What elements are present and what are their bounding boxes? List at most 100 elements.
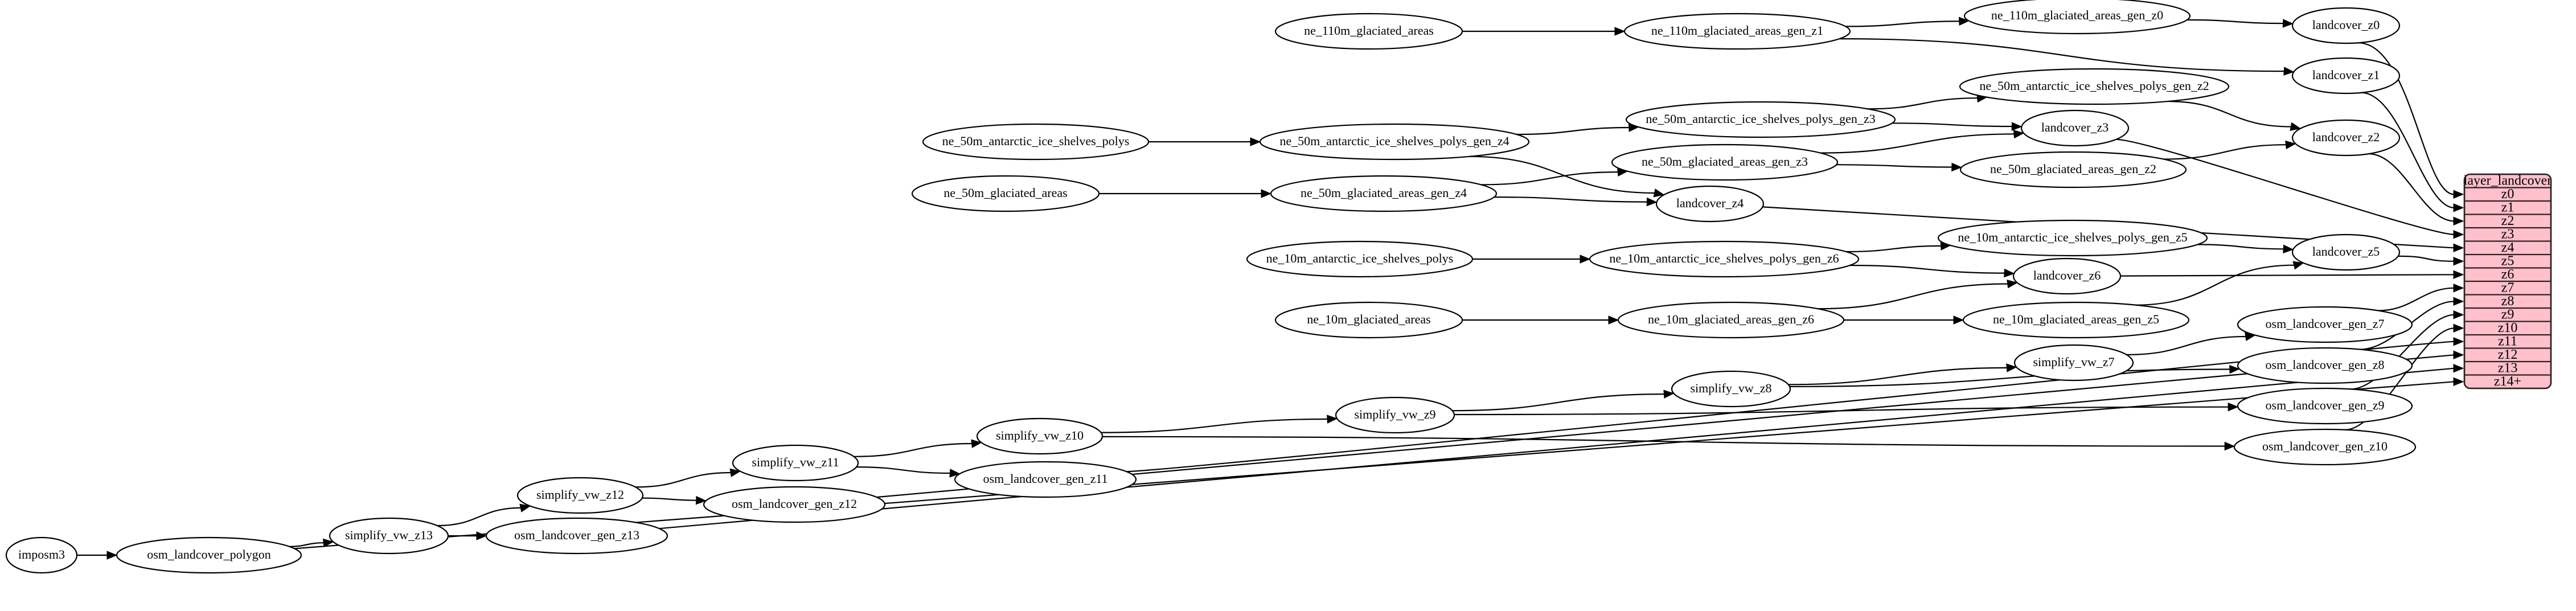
node-ellipse[interactable]: [732, 444, 859, 482]
graph-node-osm_landcover_gen_z8[interactable]: osm_landcover_gen_z8: [2237, 347, 2413, 384]
graph-node-simplify_vw_z10[interactable]: simplify_vw_z10: [976, 417, 1104, 455]
graph-node-osm_landcover_gen_z12[interactable]: osm_landcover_gen_z12: [703, 486, 886, 523]
edge-arrowhead: [2285, 140, 2296, 150]
graph-node-landcover_z1[interactable]: landcover_z1: [2291, 57, 2401, 95]
graph-edge: [2126, 335, 2246, 355]
graph-edge: [2187, 19, 2284, 24]
graph-node-simplify_vw_z12[interactable]: simplify_vw_z12: [516, 477, 644, 514]
node-ellipse[interactable]: [1625, 101, 1896, 138]
graph-node-ne_10m_antarctic_ice_shelves_polys_gen_z5[interactable]: ne_10m_antarctic_ice_shelves_polys_gen_z…: [1937, 219, 2208, 257]
node-ellipse[interactable]: [329, 517, 449, 555]
node-ellipse[interactable]: [1962, 301, 2190, 339]
node-ellipse[interactable]: [1959, 68, 2230, 105]
edge-arrowhead: [106, 551, 118, 560]
node-ellipse[interactable]: [976, 417, 1104, 455]
graph-edge: [1846, 245, 1942, 253]
graph-node-ne_50m_glaciated_areas_gen_z2[interactable]: ne_50m_glaciated_areas_gen_z2: [1959, 151, 2187, 188]
edge-arrowhead: [1614, 27, 1626, 36]
node-ellipse[interactable]: [1274, 301, 1463, 339]
node-ellipse[interactable]: [1611, 143, 1839, 181]
node-ellipse[interactable]: [2291, 233, 2401, 271]
node-ellipse[interactable]: [2233, 428, 2417, 466]
node-ellipse[interactable]: [954, 461, 1137, 498]
node-ellipse[interactable]: [1963, 0, 2191, 35]
record-node-layer-landcover[interactable]: layer_landcoverz0z1z2z3z4z5z6z7z8z9z10z1…: [2463, 173, 2552, 389]
graph-node-ne_50m_glaciated_areas_gen_z3[interactable]: ne_50m_glaciated_areas_gen_z3: [1611, 143, 1839, 181]
node-ellipse[interactable]: [116, 536, 302, 574]
node-ellipse[interactable]: [1623, 13, 1851, 50]
graph-node-ne_110m_glaciated_areas_gen_z0[interactable]: ne_110m_glaciated_areas_gen_z0: [1963, 0, 2191, 35]
node-ellipse[interactable]: [1274, 13, 1463, 50]
graph-node-osm_landcover_polygon[interactable]: osm_landcover_polygon: [116, 536, 302, 574]
edge-arrowhead: [1261, 189, 1272, 198]
graph-node-ne_10m_glaciated_areas_gen_z6[interactable]: ne_10m_glaciated_areas_gen_z6: [1617, 301, 1845, 339]
graph-node-ne_50m_antarctic_ice_shelves_polys_gen_z4[interactable]: ne_50m_antarctic_ice_shelves_polys_gen_z…: [1259, 123, 1530, 161]
node-ellipse[interactable]: [2012, 257, 2122, 295]
graph-node-ne_10m_glaciated_areas[interactable]: ne_10m_glaciated_areas: [1274, 301, 1463, 339]
graph-edge: [2378, 287, 2455, 311]
graph-node-osm_landcover_gen_z11[interactable]: osm_landcover_gen_z11: [954, 461, 1137, 498]
node-ellipse[interactable]: [1617, 301, 1845, 339]
graph-node-simplify_vw_z9[interactable]: simplify_vw_z9: [1335, 396, 1455, 434]
graph-node-ne_110m_glaciated_areas[interactable]: ne_110m_glaciated_areas: [1274, 13, 1463, 50]
edge-arrowhead: [1953, 315, 1964, 325]
graph-edge: [1469, 155, 1655, 194]
node-ellipse[interactable]: [2291, 57, 2401, 95]
edge-arrowhead: [2224, 441, 2235, 451]
graph-node-imposm3[interactable]: imposm3: [5, 536, 78, 574]
graph-edge: [2116, 138, 2455, 235]
graph-node-ne_50m_antarctic_ice_shelves_polys_gen_z2[interactable]: ne_50m_antarctic_ice_shelves_polys_gen_z…: [1959, 68, 2230, 105]
node-ellipse[interactable]: [911, 175, 1100, 212]
graph-node-osm_landcover_gen_z13[interactable]: osm_landcover_gen_z13: [485, 517, 668, 555]
node-ellipse[interactable]: [703, 486, 886, 523]
graph-node-simplify_vw_z8[interactable]: simplify_vw_z8: [1671, 370, 1791, 408]
graph-node-ne_50m_antarctic_ice_shelves_polys[interactable]: ne_50m_antarctic_ice_shelves_polys: [922, 123, 1150, 161]
graph-node-landcover_z5[interactable]: landcover_z5: [2291, 233, 2401, 271]
graph-edge: [437, 507, 522, 527]
graph-node-osm_landcover_gen_z10[interactable]: osm_landcover_gen_z10: [2233, 428, 2417, 466]
node-ellipse[interactable]: [1335, 396, 1455, 434]
graph-node-ne_10m_antarctic_ice_shelves_polys_gen_z6[interactable]: ne_10m_antarctic_ice_shelves_polys_gen_z…: [1589, 240, 1860, 278]
graph-edge: [2361, 92, 2455, 208]
graph-node-landcover_z6[interactable]: landcover_z6: [2012, 257, 2122, 295]
graph-node-ne_110m_glaciated_areas_gen_z1[interactable]: ne_110m_glaciated_areas_gen_z1: [1623, 13, 1851, 50]
node-ellipse[interactable]: [1270, 175, 1498, 212]
edge-arrowhead: [1608, 315, 1619, 325]
graph-edge: [635, 471, 732, 488]
node-ellipse[interactable]: [1959, 151, 2187, 188]
node-ellipse[interactable]: [2237, 306, 2413, 343]
graph-edge: [1868, 97, 1978, 110]
graph-node-ne_50m_glaciated_areas[interactable]: ne_50m_glaciated_areas: [911, 175, 1100, 212]
graph-node-simplify_vw_z13[interactable]: simplify_vw_z13: [329, 517, 449, 555]
graph-node-simplify_vw_z7[interactable]: simplify_vw_z7: [2013, 344, 2134, 382]
node-ellipse[interactable]: [1655, 185, 1765, 223]
node-ellipse[interactable]: [922, 123, 1150, 161]
graph-node-landcover_z4[interactable]: landcover_z4: [1655, 185, 1765, 223]
node-ellipse[interactable]: [1246, 240, 1474, 278]
node-ellipse[interactable]: [5, 536, 78, 574]
node-ellipse[interactable]: [1589, 240, 1860, 278]
node-ellipse[interactable]: [2237, 387, 2413, 425]
graph-node-landcover_z3[interactable]: landcover_z3: [2020, 109, 2130, 147]
graph-node-ne_10m_glaciated_areas_gen_z5[interactable]: ne_10m_glaciated_areas_gen_z5: [1962, 301, 2190, 339]
node-ellipse[interactable]: [485, 517, 668, 555]
graph-edge: [642, 497, 697, 501]
node-ellipse[interactable]: [2013, 344, 2134, 382]
graph-node-landcover_z0[interactable]: landcover_z0: [2291, 7, 2401, 44]
node-ellipse[interactable]: [2291, 7, 2401, 44]
node-ellipse[interactable]: [2237, 347, 2413, 384]
node-ellipse[interactable]: [516, 477, 644, 514]
graph-node-simplify_vw_z11[interactable]: simplify_vw_z11: [732, 444, 859, 482]
node-ellipse[interactable]: [1259, 123, 1530, 161]
node-ellipse[interactable]: [2291, 119, 2401, 157]
graph-node-ne_50m_glaciated_areas_gen_z4[interactable]: ne_50m_glaciated_areas_gen_z4: [1270, 175, 1498, 212]
graph-node-ne_50m_antarctic_ice_shelves_polys_gen_z3[interactable]: ne_50m_antarctic_ice_shelves_polys_gen_z…: [1625, 101, 1896, 138]
graph-edge: [2358, 42, 2455, 195]
graph-node-osm_landcover_gen_z9[interactable]: osm_landcover_gen_z9: [2237, 387, 2413, 425]
graph-node-landcover_z2[interactable]: landcover_z2: [2291, 119, 2401, 157]
node-ellipse[interactable]: [1937, 219, 2208, 257]
node-ellipse[interactable]: [1671, 370, 1791, 408]
node-ellipse[interactable]: [2020, 109, 2130, 147]
graph-node-ne_10m_antarctic_ice_shelves_polys[interactable]: ne_10m_antarctic_ice_shelves_polys: [1246, 240, 1474, 278]
graph-node-osm_landcover_gen_z7[interactable]: osm_landcover_gen_z7: [2237, 306, 2413, 343]
